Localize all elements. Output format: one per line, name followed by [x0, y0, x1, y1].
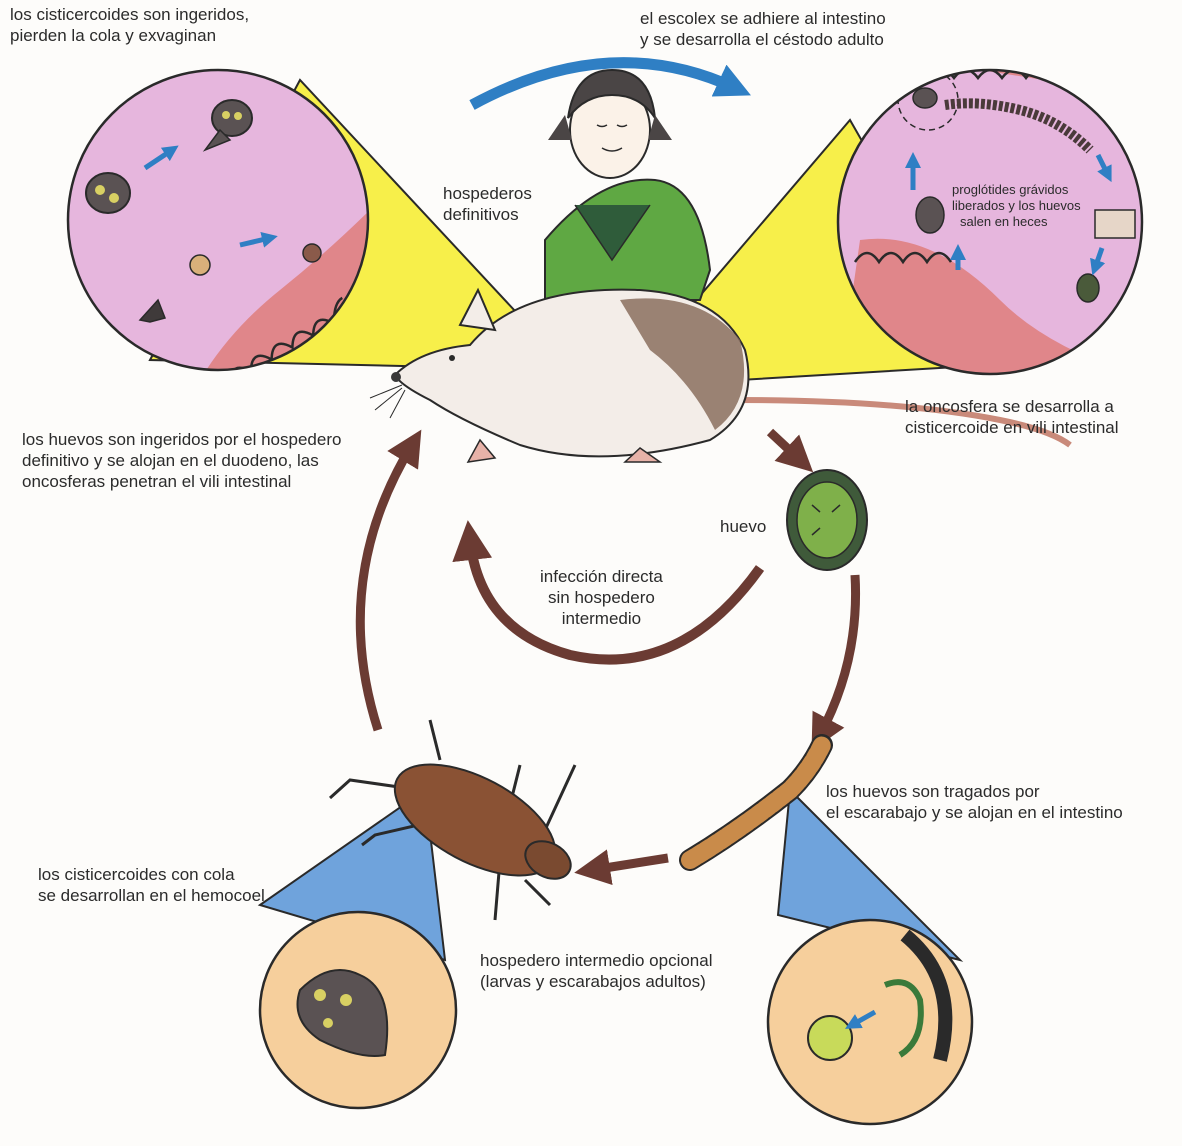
definitive-hosts-label: hospederos definitivos — [443, 183, 532, 225]
egg-to-larva-arrow — [820, 575, 856, 735]
eggs-ingested-line-2: definitivo y se alojan en el duodeno, la… — [22, 450, 341, 471]
scolex-line-2: y se desarrolla el céstodo adulto — [640, 29, 886, 50]
scolex-line-1: el escolex se adhiere al intestino — [640, 8, 886, 29]
egg-label: huevo — [720, 516, 766, 537]
direct-infection-line-1: infección directa — [540, 566, 663, 587]
attached-scolex — [303, 244, 321, 262]
beetle-swallows-line-2: el escarabajo y se alojan en el intestin… — [826, 802, 1123, 823]
gravid-proglottid — [1095, 210, 1135, 238]
oncosphere-line-2: cisticercoide en vili intestinal — [905, 417, 1119, 438]
oncosphere-label: la oncosfera se desarrolla a cisticercoi… — [905, 396, 1119, 438]
ingested-line-2: pierden la cola y exvaginan — [10, 25, 249, 46]
intermediate-host-line-2: (larvas y escarabajos adultos) — [480, 971, 713, 992]
intermediate-host-line-1: hospedero intermedio opcional — [480, 950, 713, 971]
proglottids-line-1: proglótides grávidos — [952, 182, 1081, 198]
eggs-ingested-line-1: los huevos son ingeridos por el hospeder… — [22, 429, 341, 450]
egg-text: huevo — [720, 516, 766, 537]
proglottids-label: proglótides grávidos liberados y los hue… — [952, 182, 1081, 230]
proglottids-line-3: salen en heces — [952, 214, 1081, 230]
definitive-hosts-line-2: definitivos — [443, 204, 532, 225]
mouse-to-egg-arrow — [770, 432, 800, 460]
proglottids-line-2: liberados y los huevos — [952, 198, 1081, 214]
scolex-label: el escolex se adhiere al intestino y se … — [640, 8, 886, 50]
beetle-to-mouse-arrow — [360, 445, 412, 730]
larva-to-beetle-arrow — [592, 858, 668, 870]
beetle-swallows-label: los huevos son tragados por el escarabaj… — [826, 781, 1123, 823]
intestine-magnifier — [768, 920, 972, 1124]
girl-illustration — [545, 70, 710, 300]
direct-infection-line-2: sin hospedero — [540, 587, 663, 608]
oncosphere-line-1: la oncosfera se desarrolla a — [905, 396, 1119, 417]
cysticercoid — [916, 197, 944, 233]
definitive-hosts-line-1: hospederos — [443, 183, 532, 204]
direct-infection-label: infección directa sin hospedero intermed… — [540, 566, 663, 629]
eggs-ingested-label: los huevos son ingeridos por el hospeder… — [22, 429, 341, 492]
tailed-cysticercoids-label: los cisticercoides con cola se desarroll… — [38, 864, 265, 906]
tailed-cysticercoids-line-2: se desarrollan en el hemocoel — [38, 885, 265, 906]
egg-in-feces — [1077, 274, 1099, 302]
direct-infection-line-3: intermedio — [540, 608, 663, 629]
ingested-label: los cisticercoides son ingeridos, pierde… — [10, 4, 249, 46]
eggs-ingested-line-3: oncosferas penetran el vili intestinal — [22, 471, 341, 492]
egg-illustration — [787, 470, 867, 570]
tailed-cysticercoids-line-1: los cisticercoides con cola — [38, 864, 265, 885]
cysticercoid — [86, 173, 130, 213]
hemocoel-magnifier — [260, 912, 456, 1108]
beetle-swallows-line-1: los huevos son tragados por — [826, 781, 1123, 802]
ingested-line-1: los cisticercoides son ingeridos, — [10, 4, 249, 25]
cysticercoid — [212, 100, 252, 136]
intermediate-host-label: hospedero intermedio opcional (larvas y … — [480, 950, 713, 992]
larva — [190, 255, 210, 275]
